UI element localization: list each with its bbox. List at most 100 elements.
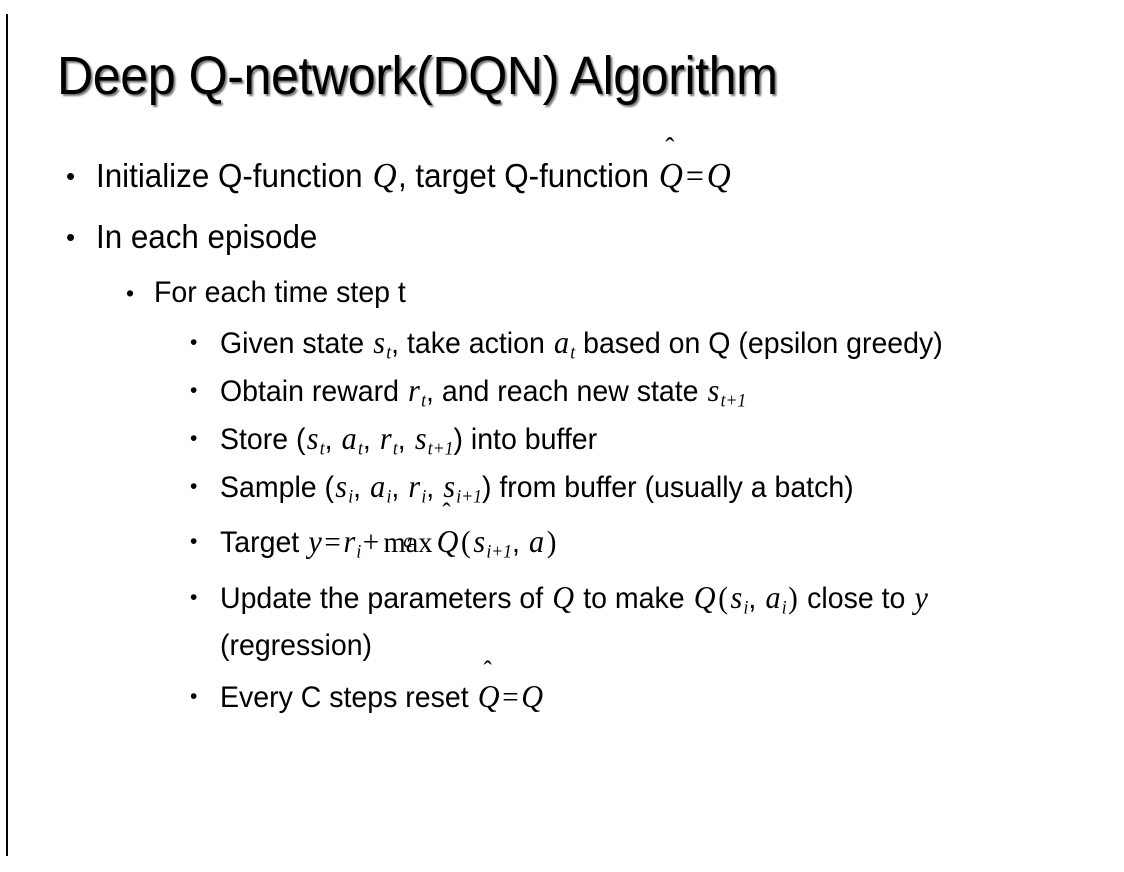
math-sub-a: i <box>781 597 787 619</box>
slide-left-border <box>6 14 8 856</box>
bullet-marker-icon: • <box>190 475 198 498</box>
math-var-r: r <box>408 469 421 504</box>
text-run: , take action <box>391 327 553 360</box>
bullet-initialize-text: Initialize Q-function Q, target Q-functi… <box>96 146 1073 207</box>
math-var-r: r <box>343 524 356 559</box>
math-var-s2: s <box>414 421 427 456</box>
math-sub-s: i <box>743 597 749 619</box>
math-var-r: r <box>379 421 392 456</box>
math-var-s: s <box>730 580 743 615</box>
math-var-qhat-base: Q <box>658 156 683 195</box>
math-sub-a: t <box>570 342 576 364</box>
math-var-a: a <box>529 524 545 559</box>
math-sub-s1: i <box>348 486 354 508</box>
page-title: Deep Q-network(DQN) Algorithm <box>57 46 778 106</box>
math-sub-s1: t <box>319 438 325 460</box>
math-sub-r: i <box>356 541 362 563</box>
math-equals: = <box>324 525 341 559</box>
math-max-limit: a <box>403 529 413 552</box>
math-equals: = <box>685 158 704 195</box>
text-run: , <box>353 471 369 504</box>
math-sub-s2: i+1 <box>456 486 482 508</box>
bullet-obtain-reward-text: Obtain reward rt, and reach new state st… <box>220 367 1054 415</box>
bullet-store-text: Store (st, at, rt, st+1) into buffer <box>220 415 1054 463</box>
text-run: Target <box>220 526 308 559</box>
bullet-given-state-text: Given state st, take action at based on … <box>220 319 1054 367</box>
math-sub-a: i <box>386 486 392 508</box>
math-var-s: s <box>707 373 720 408</box>
math-var-qhat: ̂Q <box>477 669 501 725</box>
math-var-q: Q <box>521 679 544 714</box>
text-run: close to <box>799 582 914 615</box>
text-run: , <box>324 423 341 456</box>
bullet-marker-icon: • <box>190 379 198 402</box>
math-var-a: a <box>765 580 781 615</box>
text-run: , and reach new state <box>426 375 707 408</box>
text-run: Given state <box>220 327 373 360</box>
text-run: Sample ( <box>220 471 335 504</box>
math-var-r: r <box>408 373 420 408</box>
math-paren-open: ( <box>718 581 728 615</box>
math-sub-s: t <box>386 342 392 364</box>
math-var-s: s <box>473 524 486 559</box>
bullet-marker-icon: • <box>126 280 135 306</box>
bullet-marker-icon: • <box>66 222 76 252</box>
math-var-qhat: ̂Q <box>658 146 685 206</box>
math-var-y: y <box>308 524 322 559</box>
math-plus: + <box>362 525 380 559</box>
math-var-s1: s <box>335 469 348 504</box>
math-equals: = <box>502 680 519 714</box>
math-var-qhat-base: Q <box>436 524 459 559</box>
math-var-qhat-base: Q <box>477 679 500 714</box>
bullet-marker-icon: • <box>190 331 198 354</box>
math-paren-close: ) <box>788 581 798 615</box>
math-var-y: y <box>914 580 928 615</box>
text-run: ) into buffer <box>453 423 598 456</box>
bullet-sample: • Sample (si, ai, ri, si+1) from buffer … <box>0 463 1124 511</box>
bullet-obtain-reward: • Obtain reward rt, and reach new state … <box>0 367 1124 415</box>
math-sub-r: i <box>421 486 427 508</box>
math-paren-open: ( <box>461 525 471 559</box>
bullet-initialize: • Initialize Q-function Q, target Q-func… <box>0 146 1124 207</box>
math-sub-r: t <box>421 390 427 412</box>
bullet-store: • Store (st, at, rt, st+1) into buffer <box>0 415 1124 463</box>
text-run: , <box>397 423 414 456</box>
math-sub-s: t+1 <box>720 390 747 412</box>
math-sub-a: t <box>357 438 363 460</box>
text-run: Store ( <box>220 423 306 456</box>
text-run: , target Q-function <box>397 157 658 194</box>
math-sub-s2: t+1 <box>427 438 454 460</box>
text-run: , <box>511 526 528 559</box>
bullet-update: • Update the parameters of Q to make Q(s… <box>0 574 1124 669</box>
bullet-update-text: Update the parameters of Q to make Q(si,… <box>220 574 1054 669</box>
bullet-marker-icon: • <box>190 586 198 609</box>
math-var-a: a <box>341 421 357 456</box>
math-sub-r: t <box>392 438 398 460</box>
math-var-s: s <box>373 325 386 360</box>
bullet-target: • Target y=ri+maxâQ(si+1, a) <box>0 511 1124 574</box>
math-var-a: a <box>370 469 386 504</box>
math-max-label: max <box>383 526 433 559</box>
bullet-for-each-time-step: • For each time step t <box>0 267 1124 319</box>
text-run: Update the parameters of <box>220 582 552 615</box>
bullet-given-state: • Given state st, take action at based o… <box>0 319 1124 367</box>
text-run: Obtain reward <box>220 375 407 408</box>
math-var-a: a <box>553 325 570 360</box>
math-var-q2: Q <box>706 156 731 195</box>
text-run: Initialize Q-function <box>96 157 372 194</box>
bullet-marker-icon: • <box>66 161 76 191</box>
bullet-target-text: Target y=ri+maxâQ(si+1, a) <box>220 511 1054 574</box>
bullet-for-each-time-step-text: For each time step t <box>154 276 406 309</box>
bullet-every-c-steps-text: Every C steps reset ̂Q=Q <box>220 669 1054 726</box>
math-sub-s: i+1 <box>486 541 512 563</box>
text-run: to make <box>575 582 693 615</box>
slide-body: • Initialize Q-function Q, target Q-func… <box>0 146 1124 726</box>
text-run: , <box>362 423 379 456</box>
math-var-q: Q <box>372 156 397 195</box>
math-var-s2: s <box>443 469 456 504</box>
math-var-q1: Q <box>552 580 575 615</box>
bullet-in-each-episode: • In each episode <box>0 207 1124 267</box>
text-run: based on Q (epsilon greedy) <box>575 327 943 360</box>
